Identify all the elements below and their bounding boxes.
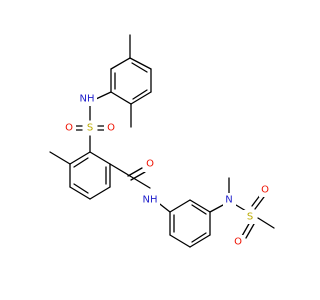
bond — [191, 204, 207, 215]
bond — [189, 199, 211, 213]
bond — [110, 57, 131, 70]
bond — [245, 223, 255, 239]
atom-bg — [259, 183, 272, 197]
bond — [89, 151, 111, 165]
bond — [49, 151, 71, 165]
atom-label-oxygen: O — [261, 185, 269, 196]
bond — [89, 186, 111, 200]
bond — [129, 175, 151, 189]
atom-bg — [140, 193, 160, 207]
atom-label-nitrogen: NH — [80, 94, 95, 105]
bond — [130, 91, 152, 105]
bond — [254, 196, 265, 210]
atom-bg — [232, 235, 245, 249]
bond — [257, 217, 275, 229]
atom-bg — [104, 121, 117, 135]
bond — [69, 151, 91, 165]
bond — [73, 183, 89, 194]
bond-layer — [49, 34, 275, 248]
bond — [241, 221, 251, 237]
bond — [189, 234, 211, 248]
bond — [209, 204, 224, 213]
molecule-structure: NH S O O O NH N S O O — [49, 34, 275, 249]
bond — [109, 163, 131, 177]
bond — [110, 91, 132, 105]
bond — [191, 232, 207, 243]
bond — [131, 62, 148, 73]
atom-label-oxygen: O — [65, 123, 73, 134]
atom-bg — [83, 121, 97, 135]
atom-label-oxygen: O — [146, 159, 154, 170]
bond — [169, 199, 191, 213]
bond — [169, 234, 191, 248]
atom-bg — [143, 158, 156, 172]
bond — [129, 57, 152, 70]
atom-label-layer: NH S O O O NH N S O O — [63, 92, 272, 249]
atom-bg — [223, 193, 236, 207]
atom-label-nitrogen: NH — [143, 195, 158, 206]
atom-label-sulfur: S — [247, 212, 253, 223]
atom-label-oxygen: O — [234, 237, 242, 248]
bond — [132, 89, 148, 100]
bond — [69, 186, 91, 200]
bond — [73, 157, 89, 168]
atom-label-nitrogen: N — [225, 195, 232, 206]
bond — [127, 167, 143, 177]
atom-label-sulfur: S — [87, 123, 93, 134]
atom-label-oxygen: O — [107, 123, 115, 134]
atom-bg — [77, 92, 97, 106]
atom-bg — [63, 121, 76, 135]
bond — [95, 91, 112, 100]
atom-bg — [243, 210, 257, 224]
